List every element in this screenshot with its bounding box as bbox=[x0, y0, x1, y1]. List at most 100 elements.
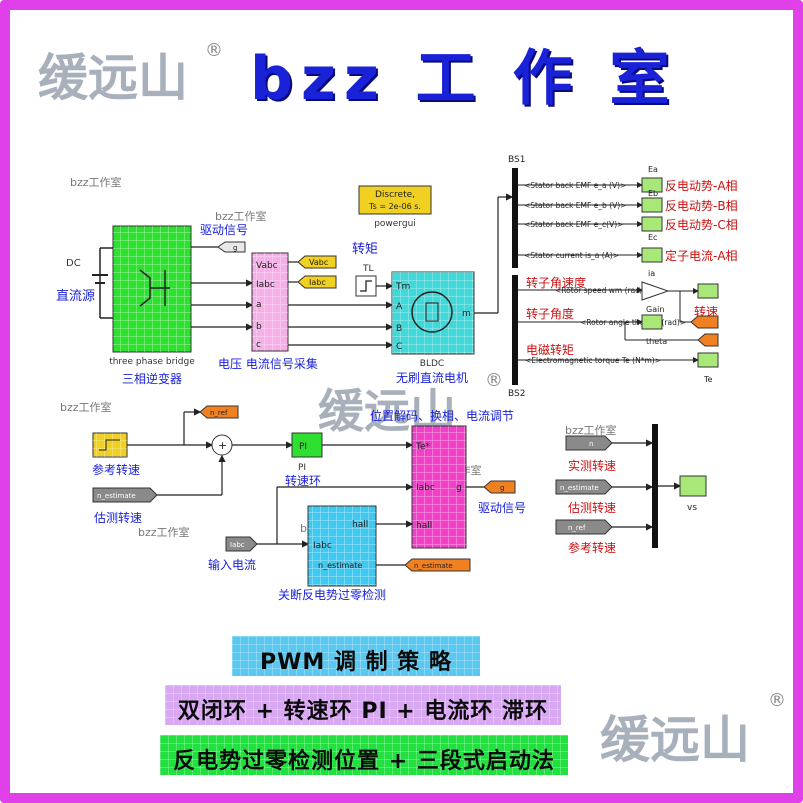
gain-block[interactable] bbox=[641, 281, 670, 301]
pi-caption-small: PI bbox=[298, 463, 306, 473]
scope-speed[interactable] bbox=[697, 283, 719, 299]
mux-block[interactable] bbox=[652, 424, 658, 548]
scope-ia[interactable] bbox=[641, 247, 663, 263]
scope-te-caption: Te bbox=[703, 375, 713, 384]
zero-cross-label: 关断反电势过零检测 bbox=[278, 587, 386, 602]
svg-text:a: a bbox=[256, 300, 262, 310]
signal-chinese-label: 电磁转矩 bbox=[526, 342, 574, 357]
zero-cross-goto[interactable] bbox=[404, 558, 471, 572]
input-current-label: 输入电流 bbox=[208, 557, 256, 572]
scope-group-item[interactable]: n_estimate bbox=[555, 479, 613, 495]
scope-group-label: 参考转速 bbox=[568, 540, 616, 555]
signal-label: <Stator back EMF e_a (V)> bbox=[524, 181, 626, 190]
signal-label: <Stator back EMF e_b (V)> bbox=[524, 201, 626, 210]
inverter-block[interactable] bbox=[112, 225, 192, 353]
svg-text:hall: hall bbox=[352, 520, 368, 530]
scope-vs[interactable] bbox=[679, 475, 707, 497]
dc-tag: DC bbox=[66, 258, 81, 269]
svg-text:m: m bbox=[462, 309, 471, 319]
drive-top-label: 驱动信号 bbox=[200, 223, 248, 237]
scope-theta[interactable] bbox=[641, 314, 663, 330]
bldc-motor-block[interactable]: Tm A B C m bbox=[391, 271, 475, 355]
banner-pwm: PWM 调 制 策 略 bbox=[232, 636, 480, 676]
reference-speed-goto[interactable] bbox=[199, 405, 239, 419]
scope-theta-caption: theta bbox=[646, 337, 667, 346]
reference-speed-label: 参考转速 bbox=[92, 462, 140, 477]
scope-eb[interactable] bbox=[641, 197, 663, 213]
scope-ea[interactable] bbox=[641, 177, 663, 193]
scope-vs-caption: vs bbox=[687, 503, 697, 513]
svg-text:Discrete,: Discrete, bbox=[375, 190, 415, 200]
svg-text:Vabc: Vabc bbox=[309, 258, 328, 267]
scope-ec-caption: Ec bbox=[648, 233, 657, 242]
estimate-from[interactable] bbox=[92, 487, 158, 503]
scope-ec[interactable] bbox=[641, 216, 663, 232]
bus-selector-top[interactable] bbox=[512, 168, 518, 268]
pi-block[interactable]: PI bbox=[291, 432, 323, 458]
watermark-3: bzz工作室 bbox=[60, 400, 112, 414]
drive-top-goto[interactable]: g bbox=[217, 241, 246, 253]
logo-top-left: 缓远山 bbox=[38, 48, 188, 107]
signal-chinese-label: 转子角速度 bbox=[526, 275, 586, 290]
watermark-7: bzz工作室 bbox=[565, 423, 617, 437]
controller-goto-tag: g bbox=[500, 484, 504, 492]
scope-te[interactable] bbox=[697, 352, 719, 368]
sum-sign: + bbox=[218, 439, 227, 452]
svg-text:Vabc: Vabc bbox=[256, 261, 278, 271]
theta-goto[interactable] bbox=[697, 333, 719, 347]
svg-text:Iabc: Iabc bbox=[256, 280, 275, 290]
zero-cross-goto-tag: n_estimate bbox=[414, 562, 453, 570]
sensor-label: 电压 电流信号采集 bbox=[218, 356, 318, 371]
zero-cross-block[interactable]: hall Iabc n_estimate bbox=[307, 505, 377, 587]
sensor-vabc-goto[interactable]: Vabc bbox=[297, 255, 337, 269]
svg-text:n: n bbox=[589, 440, 593, 448]
controller-goto[interactable] bbox=[483, 480, 516, 494]
svg-text:Tm: Tm bbox=[395, 282, 410, 292]
svg-text:hall: hall bbox=[416, 521, 432, 531]
registered-mark-center: ® bbox=[485, 370, 503, 391]
torque-label: 转矩 bbox=[352, 242, 378, 257]
sensor-iabc-goto[interactable]: Iabc bbox=[297, 275, 337, 289]
signal-label: <Rotor speed wm (rad/s)> bbox=[555, 286, 656, 295]
scope-eb-caption: Eb bbox=[648, 189, 658, 198]
svg-text:Te*: Te* bbox=[415, 442, 431, 452]
torque-step-block[interactable] bbox=[355, 275, 377, 297]
banner-detection: 反电势过零检测位置 + 三段式启动法 bbox=[160, 735, 568, 775]
torque-tag: TL bbox=[362, 264, 374, 274]
estimate-speed-label: 估测转速 bbox=[94, 510, 142, 525]
signal-label: <Stator current is_a (A)> bbox=[524, 251, 619, 260]
scope-group-item[interactable]: n bbox=[565, 435, 613, 451]
bus-selector-bottom[interactable] bbox=[512, 275, 518, 385]
svg-text:C: C bbox=[396, 342, 402, 352]
registered-mark-top: ® bbox=[205, 40, 223, 61]
svg-text:g: g bbox=[456, 483, 462, 493]
controller-label: 驱动信号 bbox=[478, 501, 526, 515]
bldc-caption: BLDC bbox=[420, 359, 444, 369]
controller-block[interactable]: Te* Iabc hall g bbox=[411, 425, 467, 549]
svg-text:b: b bbox=[256, 322, 262, 332]
watermark-2: bzz工作室 bbox=[215, 209, 267, 223]
svg-text:c: c bbox=[256, 340, 261, 350]
svg-text:Iabc: Iabc bbox=[309, 278, 326, 287]
controller-title: 位置解码、换相、电流调节 bbox=[370, 408, 514, 423]
powergui-block[interactable]: Discrete, Ts = 2e-06 s. bbox=[358, 185, 432, 215]
input-current-tag: Iabc bbox=[230, 541, 245, 549]
watermark-1: bzz工作室 bbox=[70, 175, 122, 189]
speed-label: 转速 bbox=[694, 304, 718, 319]
sensor-block[interactable]: Vabc Iabc a b c bbox=[251, 252, 289, 352]
watermark-4: bzz工作室 bbox=[138, 525, 190, 539]
svg-text:n_estimate: n_estimate bbox=[318, 561, 362, 570]
page-title: bzz 工 作 室 bbox=[250, 44, 678, 114]
inverter-caption: three phase bridge bbox=[109, 357, 195, 367]
scope-group-label: 实测转速 bbox=[568, 458, 616, 473]
powergui-caption: powergui bbox=[374, 219, 416, 229]
signal-chinese-label: 转子角度 bbox=[526, 306, 574, 321]
scope-group-item[interactable]: n_ref bbox=[555, 519, 613, 535]
speed-goto[interactable] bbox=[690, 315, 719, 329]
input-current-from[interactable] bbox=[225, 536, 258, 552]
bus-bottom-label: BS2 bbox=[508, 389, 525, 399]
banner-control: 双闭环 + 转速环 PI + 电流环 滞环 bbox=[165, 685, 561, 725]
reference-speed-block[interactable] bbox=[92, 432, 128, 458]
svg-text:Iabc: Iabc bbox=[313, 541, 332, 551]
